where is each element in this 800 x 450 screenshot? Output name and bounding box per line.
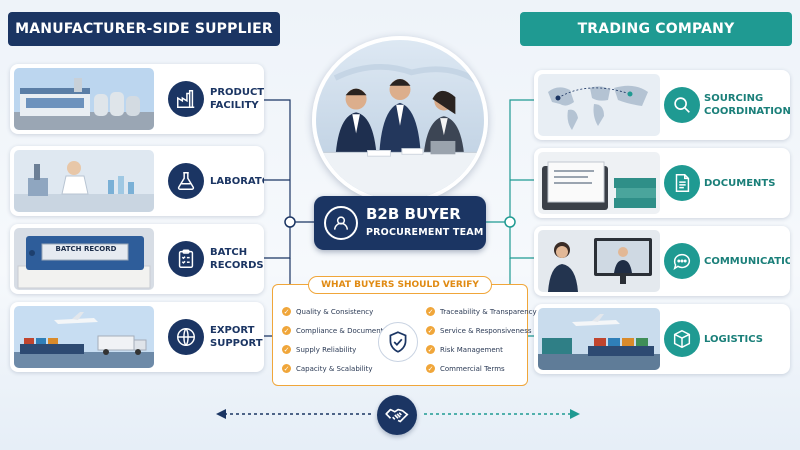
- card-label: EXPORT SUPPORT: [210, 325, 263, 349]
- verify-item: ✓Capacity & Scalability: [282, 364, 373, 373]
- left-header: MANUFACTURER-SIDE SUPPLIER: [8, 12, 280, 46]
- card-logistics: LOGISTICS: [534, 304, 790, 374]
- check-icon: ✓: [426, 307, 435, 316]
- verify-item: ✓Service & Responsiveness: [426, 326, 532, 335]
- b2b-buyer-box: B2B BUYER PROCUREMENT TEAM: [314, 196, 486, 250]
- card-label: SOURCING COORDINATION: [704, 93, 790, 117]
- card-label: COMMUNICATION: [704, 255, 790, 267]
- box-icon: [664, 321, 700, 357]
- globe-icon: [168, 319, 204, 355]
- factory-photo: [14, 68, 154, 130]
- flask-icon: [168, 163, 204, 199]
- verify-item: ✓Commercial Terms: [426, 364, 505, 373]
- verify-item: ✓Compliance & Documentation: [282, 326, 402, 335]
- check-icon: ✓: [282, 326, 291, 335]
- shield-check-icon: [378, 322, 418, 362]
- buyer-subtitle: PROCUREMENT TEAM: [366, 227, 484, 238]
- check-icon: ✓: [282, 345, 291, 354]
- card-communication: COMMUNICATION: [534, 226, 790, 296]
- logistics-photo: [538, 308, 660, 370]
- right-header: TRADING COMPANY: [520, 12, 792, 46]
- verify-item: ✓Traceability & Transparency: [426, 307, 537, 316]
- card-sourcing-coordination: SOURCING COORDINATION: [534, 70, 790, 140]
- export-photo: [14, 306, 154, 368]
- verify-title: WHAT BUYERS SHOULD VERIFY: [308, 276, 492, 294]
- card-label: LOGISTICS: [704, 333, 763, 345]
- card-label: BATCH RECORDS: [210, 247, 264, 271]
- card-batch-records: BATCH RECORD BATCH RECORDS: [10, 224, 264, 294]
- verify-item: ✓Supply Reliability: [282, 345, 357, 354]
- card-documents: DOCUMENTS: [534, 148, 790, 218]
- person-icon: [324, 206, 358, 240]
- card-laboratory: LABORATORY: [10, 146, 264, 216]
- check-icon: ✓: [282, 364, 291, 373]
- check-icon: ✓: [426, 364, 435, 373]
- laboratory-photo: [14, 150, 154, 212]
- check-icon: ✓: [426, 345, 435, 354]
- card-label: DOCUMENTS: [704, 177, 776, 189]
- verify-item: ✓Risk Management: [426, 345, 503, 354]
- verify-item: ✓Quality & Consistency: [282, 307, 374, 316]
- binder-photo: BATCH RECORD: [14, 228, 154, 290]
- clipboard-icon: [168, 241, 204, 277]
- meeting-photo: [312, 36, 488, 204]
- card-export-support: EXPORT SUPPORT: [10, 302, 264, 372]
- magnifier-icon: [664, 87, 700, 123]
- document-icon: [664, 165, 700, 201]
- communication-photo: [538, 230, 660, 292]
- card-production-facility: PRODUCTION FACILITY: [10, 64, 264, 134]
- world-map-photo: [538, 74, 660, 136]
- factory-icon: [168, 81, 204, 117]
- chat-icon: [664, 243, 700, 279]
- documents-photo: [538, 152, 660, 214]
- card-label: PRODUCTION FACILITY: [210, 87, 264, 111]
- check-icon: ✓: [282, 307, 291, 316]
- check-icon: ✓: [426, 326, 435, 335]
- card-label: LABORATORY: [210, 175, 264, 187]
- buyer-title: B2B BUYER: [366, 205, 461, 223]
- binder-label: BATCH RECORD: [55, 245, 117, 253]
- handshake-icon: [377, 395, 417, 435]
